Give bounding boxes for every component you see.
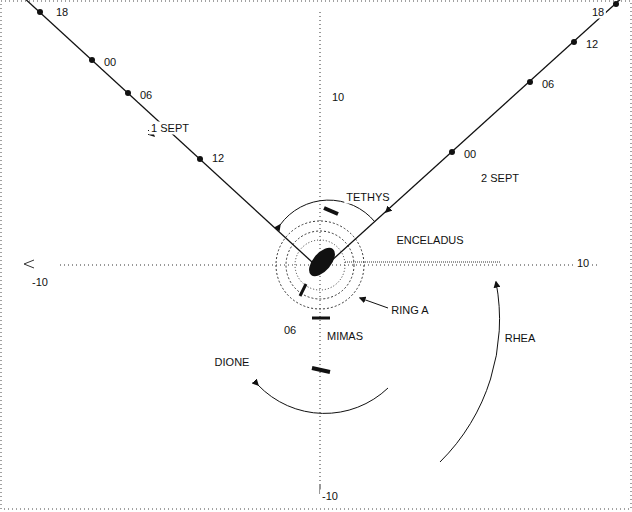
moon-label: TETHYS <box>344 191 391 204</box>
moon-label: ENCELADUS <box>394 234 465 247</box>
axis-value: -10 <box>30 276 50 289</box>
orbit-arc <box>258 385 388 413</box>
ring-label: RING A <box>389 304 430 317</box>
moon-label: RHEA <box>503 332 538 345</box>
callout-number: 00 <box>462 148 478 161</box>
callout-number: 06 <box>540 78 556 91</box>
trajectory-line <box>330 0 624 262</box>
moon-marker <box>324 208 338 214</box>
trajectory-line <box>22 0 312 262</box>
date-label: 2 SEPT <box>479 172 521 185</box>
callout-number: 06 <box>138 89 154 102</box>
ring-shadow <box>300 284 306 296</box>
axis-value: -10 <box>320 490 340 503</box>
callout-number: 06 <box>282 324 298 337</box>
moon-marker <box>312 317 330 320</box>
moon-label: DIONE <box>213 356 252 369</box>
callout-number: 00 <box>102 56 118 69</box>
leader-line <box>345 262 500 263</box>
callout-number: 12 <box>210 152 226 165</box>
callout-number: 18 <box>590 6 606 19</box>
saturn-planet <box>304 243 340 281</box>
moon-marker <box>312 368 330 372</box>
callout-number: 18 <box>54 6 70 19</box>
date-label: 1 SEPT <box>149 122 191 135</box>
axis-arrow <box>24 260 34 268</box>
ring-orbit <box>276 221 364 309</box>
ring-orbit <box>295 240 345 290</box>
orbit-arc <box>280 200 375 225</box>
moon-label: MIMAS <box>325 330 365 343</box>
ring-orbit <box>286 231 354 299</box>
axis-value: 10 <box>330 91 346 104</box>
axis-value: 10 <box>575 257 591 270</box>
leader-line <box>360 298 388 308</box>
orbit-arc <box>440 282 500 462</box>
callout-number: 12 <box>584 38 600 51</box>
axis-vertical <box>320 12 321 482</box>
